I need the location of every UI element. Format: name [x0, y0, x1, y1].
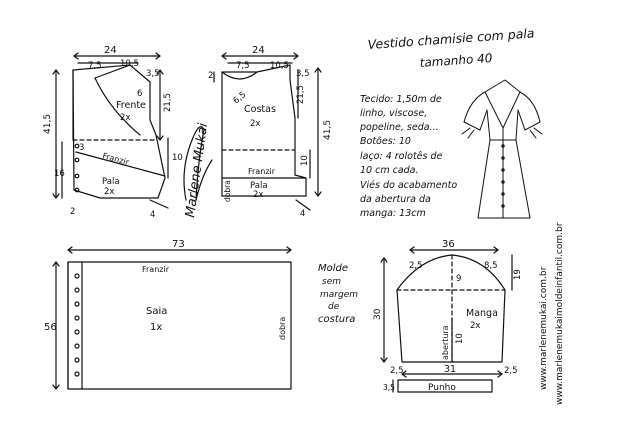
info-line: laço: 4 rolotês de	[360, 151, 443, 162]
title-line1: Vestido chamisie com pala	[367, 25, 535, 52]
frente-dimensions	[52, 52, 169, 209]
frente-pala: Pala	[102, 177, 120, 187]
costas-pala: Pala	[250, 181, 268, 191]
saia-franzir: Franzir	[142, 265, 170, 274]
costas-width: 24	[252, 45, 265, 56]
frente-neck: 3,5	[146, 69, 160, 79]
costas-armhole: 21,5	[296, 85, 306, 104]
frente-qty: 2x	[120, 113, 130, 123]
costas-franzir: Franzir	[248, 167, 276, 176]
frente-armhole: 21,5	[163, 93, 173, 112]
note-line: de	[328, 302, 340, 312]
saia-name: Saia	[146, 306, 167, 317]
costas-pala-qty: 2x	[253, 190, 263, 200]
frente-seg1: 7,5	[88, 61, 102, 71]
frente-height: 41,5	[43, 114, 53, 134]
manga-bottom: 31	[444, 364, 456, 375]
info-line: Tecido: 1,50m de	[360, 94, 442, 105]
info-block: Tecido: 1,50m de linho, viscose, popelin…	[359, 94, 457, 219]
note-line: margem	[320, 290, 358, 300]
punho-piece	[392, 379, 493, 393]
frente-mid: 3	[79, 143, 84, 153]
manga-name: Manga	[466, 308, 498, 319]
saia-piece	[67, 261, 292, 390]
costas-neck: 3,5	[296, 69, 310, 79]
manga-left-cap: 2,5	[409, 261, 423, 271]
frente-width: 24	[104, 45, 117, 56]
saia-dimensions	[52, 246, 292, 390]
note-line: Molde	[318, 263, 348, 274]
note-line: sem	[322, 277, 341, 287]
signature-flourish	[183, 126, 213, 201]
frente-shoulder: 6	[137, 89, 142, 99]
saia-qty: 1x	[150, 322, 162, 333]
manga-top: 36	[442, 239, 455, 250]
frente-seg2: 10,5	[120, 59, 139, 69]
website-2: www.marlenemukaimoldeinfantil.com.br	[555, 222, 565, 405]
note-line: costura	[318, 314, 355, 325]
saia-height: 56	[44, 322, 57, 333]
info-line: manga: 13cm	[360, 208, 426, 219]
info-line: Viés do acabamento	[360, 180, 457, 191]
frente-piece	[72, 64, 166, 199]
costas-labels: 24 7,5 10,5 3,5 2 6,5 21,5 41,5 10 4 Cos…	[208, 45, 333, 219]
saia-buttonholes	[74, 261, 83, 390]
saia-dobra: dobra	[278, 317, 287, 340]
manga-side-l: 2,5	[390, 366, 404, 376]
frente-hem-side: 4	[150, 210, 155, 220]
title-line2: tamanho 40	[419, 51, 493, 70]
manga-right-cap: 8,5	[484, 261, 498, 271]
website-1: www.marlenemukai.com.br	[539, 266, 549, 390]
info-line: 10 cm cada.	[360, 165, 419, 176]
manga-side-r: 2,5	[504, 366, 518, 376]
costas-left-neck: 2	[208, 71, 213, 81]
info-line: da abertura da	[360, 194, 431, 205]
manga-abertura: abertura	[441, 325, 450, 360]
punho-name: Punho	[428, 383, 456, 393]
manga-cap-h: 19	[513, 269, 523, 280]
costas-dimensions	[213, 52, 322, 211]
costas-qty: 2x	[250, 119, 260, 129]
molde-note: Molde sem margem de costura	[318, 263, 358, 325]
manga-height: 30	[373, 308, 383, 320]
info-line: popeline, seda...	[359, 122, 439, 133]
costas-dobra: dobra	[223, 180, 232, 202]
saia-width: 73	[172, 239, 185, 250]
manga-abertura-len: 10	[455, 333, 465, 344]
saia-labels: 73 56 Franzir Saia 1x dobra	[44, 239, 287, 340]
costas-waist: 10	[300, 155, 310, 166]
frente-name: Frente	[116, 100, 146, 111]
signature: Marlene Mukai	[183, 122, 211, 219]
dress-sketch	[461, 79, 543, 219]
frente-waist-drop: 10	[172, 153, 183, 163]
manga-piece	[396, 254, 506, 363]
info-line: Botões: 10	[360, 136, 411, 147]
punho-height: 3,5	[383, 383, 395, 392]
manga-qty: 2x	[470, 321, 480, 331]
costas-height: 41,5	[323, 120, 333, 140]
costas-hem-side: 4	[300, 209, 305, 219]
frente-pala-h: 16	[54, 169, 65, 179]
frente-bottom: 2	[70, 207, 75, 217]
costas-seg1: 7,5	[236, 61, 250, 71]
frente-pala-qty: 2x	[104, 187, 114, 197]
costas-piece	[221, 64, 307, 197]
manga-dimensions	[380, 246, 513, 378]
manga-labels: 36 2,5 8,5 9 19 2,5 2,5 30 10 abertura M…	[373, 239, 523, 393]
info-line: linho, viscose,	[360, 108, 427, 119]
frente-franzir: Franzir	[101, 151, 130, 167]
costas-seg2: 10,5	[270, 61, 289, 71]
manga-center: 9	[456, 274, 461, 284]
costas-name: Costas	[244, 104, 276, 115]
